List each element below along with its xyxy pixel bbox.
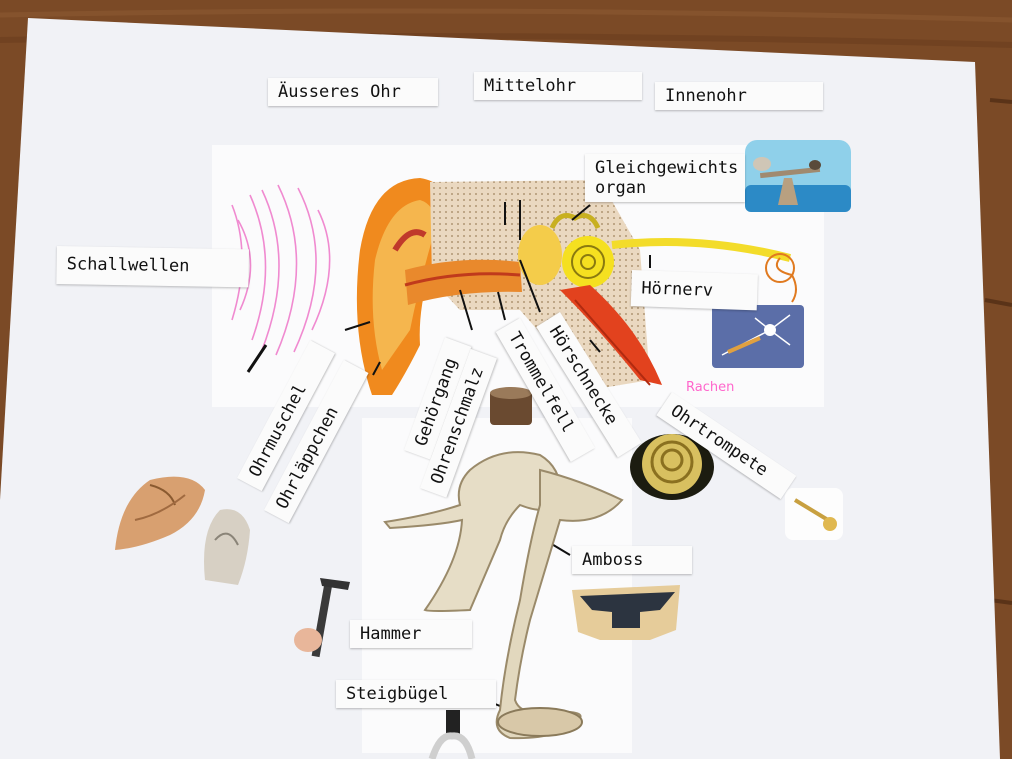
earlobe-photo	[204, 509, 250, 585]
ear-illustration	[356, 178, 797, 395]
stirrup-photo	[428, 710, 476, 759]
label-schallwellen: Schallwellen	[56, 246, 249, 288]
earwax-cork-photo	[490, 387, 532, 425]
label-amboss: Amboss	[572, 546, 692, 574]
label-hoernerv: Hörnerv	[630, 270, 758, 311]
label-innenohr: Innenohr	[655, 82, 823, 110]
label-gleichgewichtsorgan-line1: Gleichgewichts	[595, 158, 739, 178]
snail-shell-photo	[630, 434, 714, 500]
label-gleichgewichtsorgan-line2: organ	[595, 178, 647, 198]
ossicles-illustration	[383, 451, 624, 740]
balance-stones-photo	[745, 140, 851, 212]
label-gleichgewichtsorgan: Gleichgewichts organ	[585, 154, 745, 202]
seashell-photo	[115, 476, 205, 550]
hammer-photo	[294, 578, 350, 658]
label-steigbuegel: Steigbügel	[336, 680, 496, 708]
label-rachen: Rachen	[686, 380, 735, 395]
label-aeusseres-ohr: Äusseres Ohr	[268, 78, 438, 106]
schallwellen-pointer	[246, 344, 268, 373]
anvil-photo	[572, 585, 680, 640]
label-mittelohr: Mittelohr	[474, 72, 642, 100]
label-hammer: Hammer	[350, 620, 472, 648]
neuron-photo	[712, 305, 804, 368]
trumpet-photo	[785, 488, 843, 540]
